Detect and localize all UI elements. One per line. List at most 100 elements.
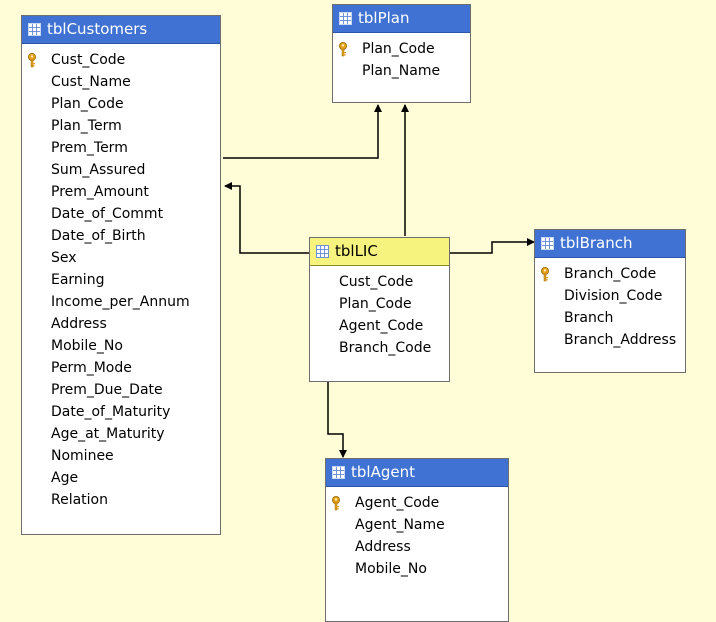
primary-key-field[interactable]: Agent_Code [326,492,508,514]
table-field[interactable]: Age_at_Maturity [22,423,220,445]
table-field[interactable]: Cust_Name [22,71,220,93]
table-field[interactable]: Plan_Code [310,293,449,315]
field-name: Perm_Mode [51,360,132,376]
table-field[interactable]: Mobile_No [22,335,220,357]
table-field[interactable]: Mobile_No [326,558,508,580]
table-branch-title: tblBranch [560,234,633,252]
field-name: Branch_Address [564,332,677,348]
table-field[interactable]: Date_of_Commt [22,203,220,225]
primary-key-field[interactable]: Branch_Code [535,263,685,285]
field-name: Plan_Code [339,296,412,312]
table-customers-title: tblCustomers [47,20,148,38]
connector-lic-agent [327,382,347,458]
field-name: Earning [51,272,105,288]
table-field[interactable]: Nominee [22,445,220,467]
table-field[interactable]: Prem_Term [22,137,220,159]
field-name: Income_per_Annum [51,294,190,310]
table-field[interactable]: Income_per_Annum [22,291,220,313]
table-field[interactable]: Earning [22,269,220,291]
table-field[interactable]: Plan_Code [22,93,220,115]
table-field[interactable]: Plan_Term [22,115,220,137]
table-field[interactable]: Division_Code [535,285,685,307]
field-name: Cust_Code [339,274,414,290]
field-name: Branch_Code [564,266,657,282]
table-icon [339,12,352,25]
table-field[interactable]: Date_of_Birth [22,225,220,247]
table-field[interactable]: Date_of_Maturity [22,401,220,423]
primary-key-icon [332,496,340,511]
field-name: Sex [51,250,77,266]
connector-customers-plan [223,104,382,159]
field-name: Address [51,316,107,332]
table-field[interactable]: Prem_Due_Date [22,379,220,401]
field-name: Date_of_Maturity [51,404,171,420]
field-name: Mobile_No [355,561,427,577]
primary-key-icon [28,53,36,68]
table-plan-header[interactable]: tblPlan [333,5,470,33]
field-name: Date_of_Commt [51,206,164,222]
field-name: Division_Code [564,288,663,304]
field-name: Agent_Name [355,517,445,533]
field-name: Agent_Code [339,318,424,334]
field-name: Prem_Amount [51,184,149,200]
table-customers-header[interactable]: tblCustomers [22,16,220,44]
table-agent-title: tblAgent [351,463,415,481]
field-name: Plan_Code [51,96,124,112]
field-name: Prem_Due_Date [51,382,163,398]
field-name: Agent_Code [355,495,440,511]
field-name: Plan_Code [362,41,435,57]
table-field[interactable]: Relation [22,489,220,511]
table-field[interactable]: Agent_Code [310,315,449,337]
table-lic-header[interactable]: tblLIC [310,238,449,266]
table-field[interactable]: Agent_Name [326,514,508,536]
field-name: Cust_Code [51,52,126,68]
table-field[interactable]: Address [22,313,220,335]
connector-lic-customers [224,182,309,254]
field-name: Plan_Name [362,63,441,79]
table-field[interactable]: Perm_Mode [22,357,220,379]
table-field[interactable]: Sex [22,247,220,269]
connector-lic-branch [450,238,535,254]
table-field[interactable]: Plan_Name [333,60,470,82]
table-icon [28,23,41,36]
field-name: Nominee [51,448,114,464]
field-name: Mobile_No [51,338,123,354]
table-agent-header[interactable]: tblAgent [326,459,508,487]
table-field[interactable]: Age [22,467,220,489]
field-name: Date_of_Birth [51,228,146,244]
table-field[interactable]: Address [326,536,508,558]
table-field[interactable]: Branch_Code [310,337,449,359]
table-field[interactable]: Branch_Address [535,329,685,351]
field-name: Branch_Code [339,340,432,356]
field-name: Age [51,470,79,486]
table-field[interactable]: Sum_Assured [22,159,220,181]
primary-key-field[interactable]: Plan_Code [333,38,470,60]
field-name: Age_at_Maturity [51,426,165,442]
table-lic-title: tblLIC [335,242,378,260]
field-name: Branch [564,310,614,326]
table-icon [316,245,329,258]
table-field[interactable]: Branch [535,307,685,329]
table-icon [332,466,345,479]
field-name: Sum_Assured [51,162,146,178]
field-name: Prem_Term [51,140,128,156]
table-plan-title: tblPlan [358,9,410,27]
table-branch-header[interactable]: tblBranch [535,230,685,258]
field-name: Plan_Term [51,118,122,134]
table-field[interactable]: Cust_Code [310,271,449,293]
primary-key-icon [339,42,347,57]
primary-key-icon [541,267,549,282]
primary-key-field[interactable]: Cust_Code [22,49,220,71]
table-field[interactable]: Prem_Amount [22,181,220,203]
table-icon [541,237,554,250]
